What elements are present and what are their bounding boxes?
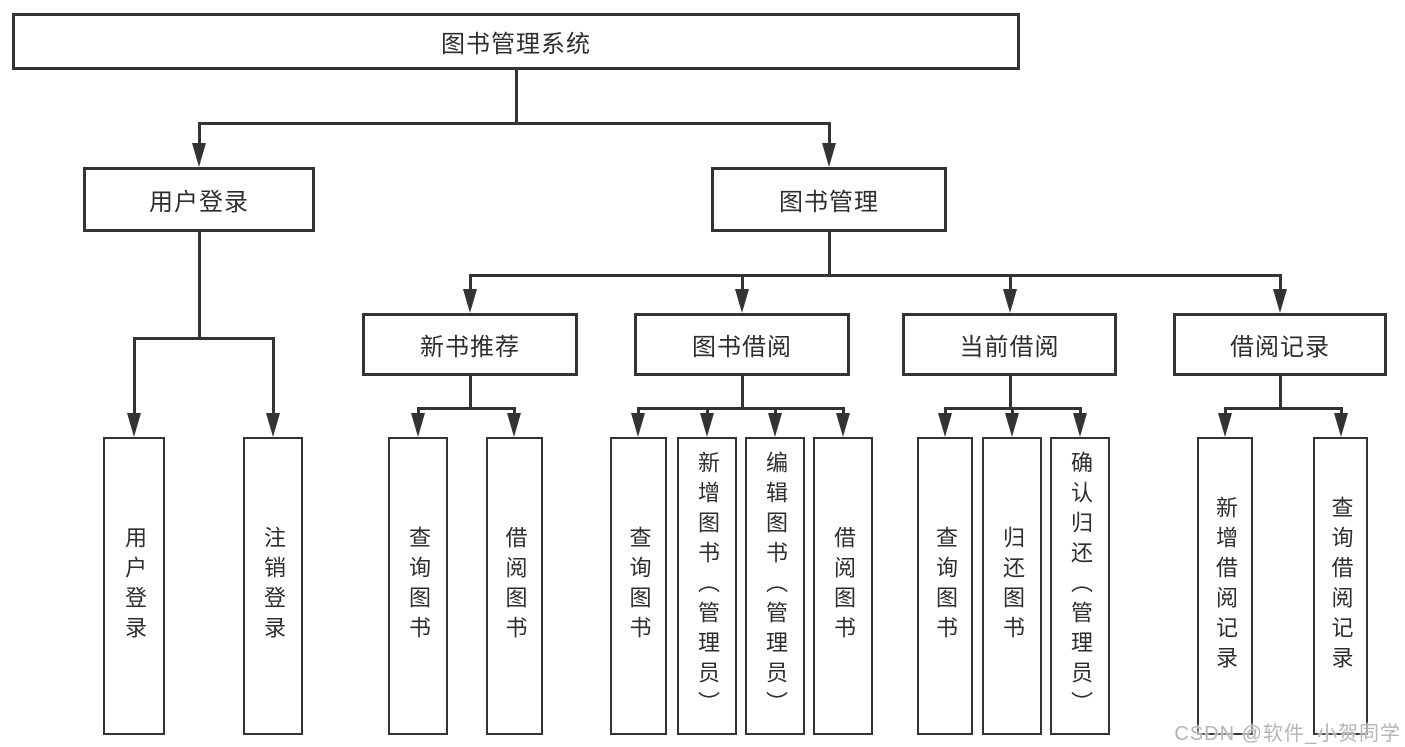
node-label: 用户登录 (149, 189, 249, 216)
arrowhead-icon (266, 413, 280, 437)
connector-line (468, 274, 472, 291)
arrowhead-icon (1334, 413, 1348, 437)
node-label: 借阅图书 (502, 526, 528, 646)
arrowhead-icon (463, 289, 477, 313)
node-root-system: 图书管理系统 (12, 13, 1020, 70)
leaf-confirm-return-admin: 确认归还（管理员） (1050, 437, 1110, 735)
connector-line (1008, 274, 1012, 291)
connector-line (1278, 376, 1282, 407)
connector-line (416, 407, 516, 410)
connector-line (773, 407, 777, 415)
arrowhead-icon (192, 143, 206, 167)
arrowhead-icon (938, 413, 952, 437)
node-label: 用户登录 (122, 526, 147, 646)
connector-line (416, 407, 420, 415)
connector-line (512, 407, 516, 415)
connector-line (197, 122, 201, 145)
leaf-user-login: 用户登录 (103, 437, 165, 735)
leaf-query-books-current: 查询图书 (917, 437, 973, 735)
node-label: 新增借阅记录 (1213, 496, 1238, 676)
node-label: 查询图书 (626, 526, 652, 646)
arrowhead-icon (1273, 289, 1287, 313)
connector-line (1078, 407, 1082, 415)
connector-line (271, 337, 275, 415)
leaf-edit-books-admin: 编辑图书（管理员） (745, 437, 805, 735)
connector-line (132, 337, 275, 340)
node-label: 借阅记录 (1230, 334, 1330, 361)
connector-line (1008, 376, 1012, 407)
node-user-login: 用户登录 (83, 167, 315, 232)
connector-line (1223, 407, 1342, 410)
node-label: 当前借阅 (959, 334, 1060, 361)
connector-line (740, 376, 744, 407)
arrowhead-icon (127, 413, 141, 437)
connector-line (1278, 274, 1282, 291)
connector-line (514, 70, 518, 122)
leaf-add-borrow-record: 新增借阅记录 (1197, 437, 1253, 735)
arrowhead-icon (822, 143, 836, 167)
node-label: 查询图书 (406, 526, 431, 646)
node-label: 查询图书 (933, 526, 958, 646)
connector-line (636, 407, 845, 410)
connector-line (132, 337, 136, 415)
node-borrowing-records: 借阅记录 (1173, 313, 1387, 376)
arrowhead-icon (1218, 413, 1232, 437)
arrowhead-icon (411, 413, 425, 437)
node-label: 归还图书 (1000, 526, 1025, 646)
connector-line (705, 407, 709, 415)
leaf-logout: 注销登录 (243, 437, 303, 735)
connector-line (740, 274, 744, 291)
leaf-add-books-admin: 新增图书（管理员） (677, 437, 737, 735)
arrowhead-icon (700, 413, 714, 437)
node-label: 新增图书（管理员） (695, 451, 720, 721)
node-label: 新书推荐 (420, 334, 520, 361)
csdn-watermark: CSDN @软件_小贺同学 (1174, 723, 1401, 745)
node-label: 图书管理 (779, 189, 879, 216)
leaf-borrow-books-recommend: 借阅图书 (486, 437, 543, 735)
leaf-query-borrow-record: 查询借阅记录 (1313, 437, 1368, 735)
leaf-return-books: 归还图书 (982, 437, 1042, 735)
node-label: 图书管理系统 (441, 31, 591, 58)
connector-line (468, 274, 1282, 277)
arrowhead-icon (1005, 413, 1019, 437)
arrowhead-icon (631, 413, 645, 437)
node-label: 借阅图书 (831, 526, 856, 646)
connector-line (1223, 407, 1227, 415)
node-label: 查询借阅记录 (1328, 496, 1354, 676)
node-label: 确认归还（管理员） (1068, 451, 1093, 721)
connector-line (197, 232, 201, 337)
connector-line (1010, 407, 1014, 415)
connector-line (827, 122, 831, 145)
arrowhead-icon (836, 413, 850, 437)
node-label: 注销登录 (261, 526, 286, 646)
node-current-borrowing: 当前借阅 (902, 313, 1117, 376)
node-label: 图书借阅 (692, 334, 792, 361)
connector-line (943, 407, 947, 415)
node-new-book-recommendation: 新书推荐 (362, 313, 578, 376)
leaf-borrow-books: 借阅图书 (813, 437, 873, 735)
connector-line (841, 407, 845, 415)
connector-line (1339, 407, 1343, 415)
leaf-query-books-recommend: 查询图书 (388, 437, 448, 735)
leaf-query-books-borrowing: 查询图书 (610, 437, 667, 735)
arrowhead-icon (1073, 413, 1087, 437)
connector-line (197, 122, 831, 125)
arrowhead-icon (735, 289, 749, 313)
connector-line (468, 376, 472, 407)
arrowhead-icon (768, 413, 782, 437)
node-label: 编辑图书（管理员） (763, 451, 788, 721)
node-book-management: 图书管理 (711, 167, 947, 232)
arrowhead-icon (507, 413, 521, 437)
arrowhead-icon (1003, 289, 1017, 313)
connector-line (636, 407, 640, 415)
connector-line (827, 232, 831, 274)
node-book-borrowing: 图书借阅 (634, 313, 850, 376)
